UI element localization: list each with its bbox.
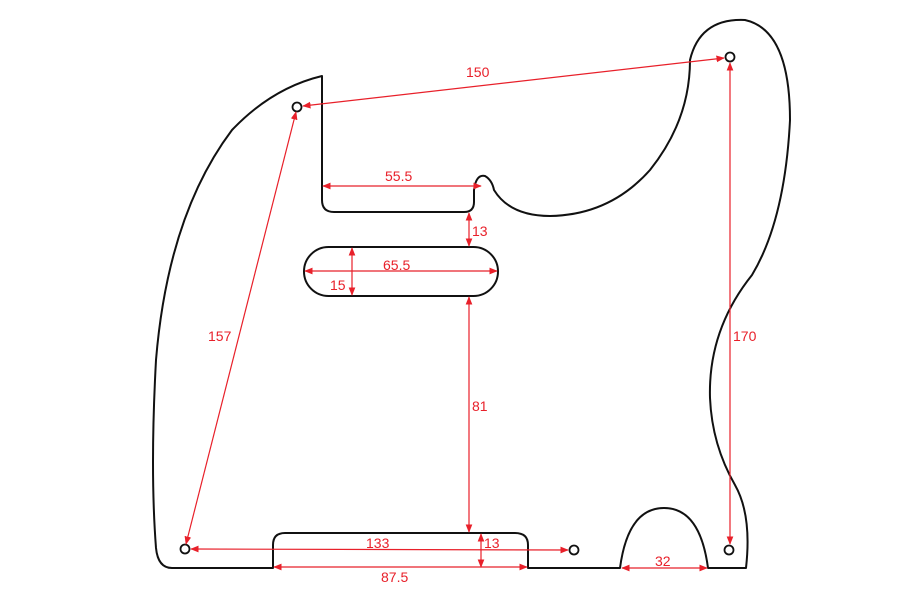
label-bottom-holes: 133	[366, 535, 390, 551]
label-pickup-length: 65.5	[383, 257, 410, 273]
dim-line-top-holes	[302, 55, 725, 109]
label-bottom-notch-depth: 13	[484, 535, 500, 551]
label-pickup-width: 15	[330, 277, 346, 293]
label-top-holes: 150	[466, 64, 490, 80]
label-arch-width: 32	[655, 553, 671, 569]
screw-hole-top-left	[291, 101, 303, 113]
label-cutout-width: 55.5	[385, 168, 412, 184]
dim-line-bottom-holes	[190, 545, 569, 554]
dim-line-left-holes	[184, 111, 298, 545]
label-pickup-to-bottom: 81	[472, 398, 488, 414]
label-right-holes: 170	[733, 328, 757, 344]
screw-hole-bottom-right	[723, 544, 735, 556]
label-left-holes: 157	[208, 328, 232, 344]
label-bottom-notch-width: 87.5	[381, 569, 408, 585]
label-gap: 13	[472, 223, 488, 239]
pickguard-outline	[152, 18, 791, 569]
screw-hole-bottom-middle	[568, 544, 580, 556]
screw-hole-bottom-left	[179, 543, 191, 555]
screw-hole-top-right	[724, 51, 736, 63]
pickup-slot	[303, 246, 499, 297]
